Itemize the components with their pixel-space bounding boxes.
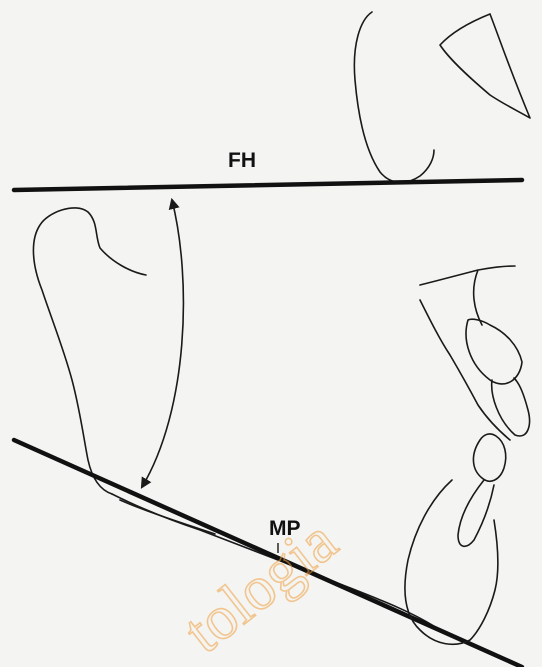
incisor-upper-crown (492, 378, 530, 436)
watermark: tologia (172, 506, 350, 666)
incisor-upper (466, 319, 522, 384)
fh-label: FH (228, 149, 256, 172)
orbit-outline (354, 12, 434, 182)
fh-line (14, 180, 522, 190)
ramus-outline (33, 208, 146, 494)
nasal-outline (440, 14, 530, 118)
incisor-lower (473, 434, 505, 481)
upper-lip-outline (420, 266, 515, 325)
mandible-inner-border (120, 500, 215, 534)
incisor-lower-root (458, 480, 494, 546)
angle-arc-arrow (142, 200, 183, 487)
lip-outline (420, 300, 510, 440)
